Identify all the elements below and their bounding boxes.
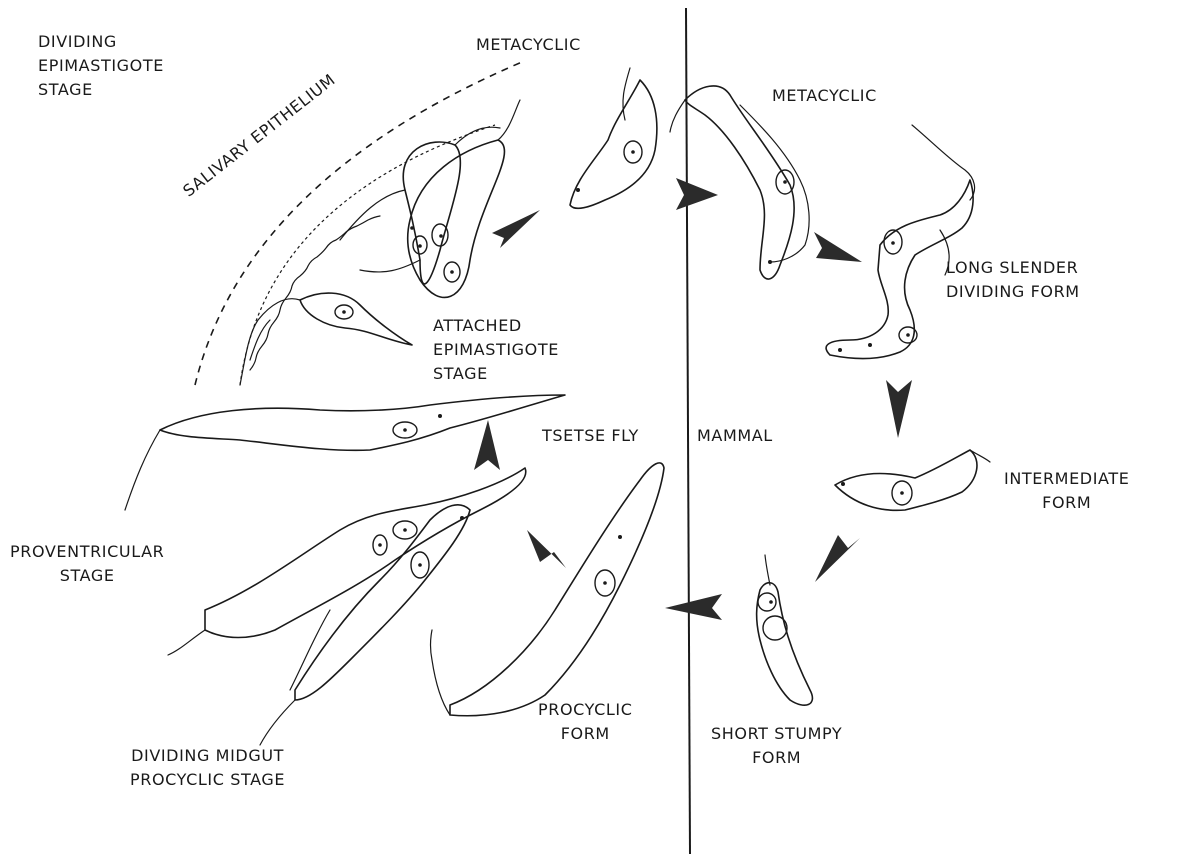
metacyclic-fly-cell [570, 68, 657, 208]
long-slender-dividing-cell [826, 125, 975, 358]
label-dividing-epimastigote: DIVIDING EPIMASTIGOTE STAGE [38, 30, 164, 102]
epithelium-attachment-wavy-line [250, 216, 380, 370]
arrow-slender-to-intermediate [886, 380, 912, 438]
label-proventricular-stage: PROVENTRICULAR STAGE [10, 540, 164, 588]
label-dividing-midgut-procyclic-stage: DIVIDING MIDGUT PROCYCLIC STAGE [130, 744, 285, 792]
label-metacyclic-mammal: METACYCLIC [772, 84, 877, 108]
label-procyclic-form: PROCYCLIC FORM [538, 698, 633, 746]
label-attached-epimastigote: ATTACHED EPIMASTIGOTE STAGE [433, 314, 559, 386]
intermediate-form-cell [835, 450, 990, 510]
label-intermediate-form: INTERMEDIATE FORM [1004, 467, 1129, 515]
label-short-stumpy-form: SHORT STUMPY FORM [711, 722, 842, 770]
procyclic-form-cell [431, 463, 665, 716]
label-long-slender-dividing-form: LONG SLENDER DIVIDING FORM [946, 256, 1080, 304]
arrow-epimastigote-to-metacyclic [492, 210, 540, 248]
host-divider-line [686, 8, 690, 854]
arrow-fly-to-mammal [676, 178, 718, 210]
dividing-epimastigote-cells [340, 100, 520, 297]
arrow-midgut-to-proventricular [474, 420, 500, 470]
arrow-stumpy-to-procyclic [665, 594, 722, 620]
short-stumpy-cell [757, 555, 813, 705]
label-mammal: MAMMAL [697, 424, 773, 448]
metacyclic-mammal-cell [670, 86, 809, 279]
arrow-procyclic-to-midgut [527, 530, 566, 568]
arrow-intermediate-to-stumpy [815, 535, 860, 582]
label-tsetse-fly: TSETSE FLY [542, 424, 639, 448]
arrow-metacyclic-to-slender [814, 232, 862, 262]
dividing-midgut-cells [168, 468, 526, 745]
attached-epimastigote-cell [240, 293, 412, 385]
proventricular-cell [125, 395, 565, 510]
label-metacyclic-fly: METACYCLIC [476, 33, 581, 57]
